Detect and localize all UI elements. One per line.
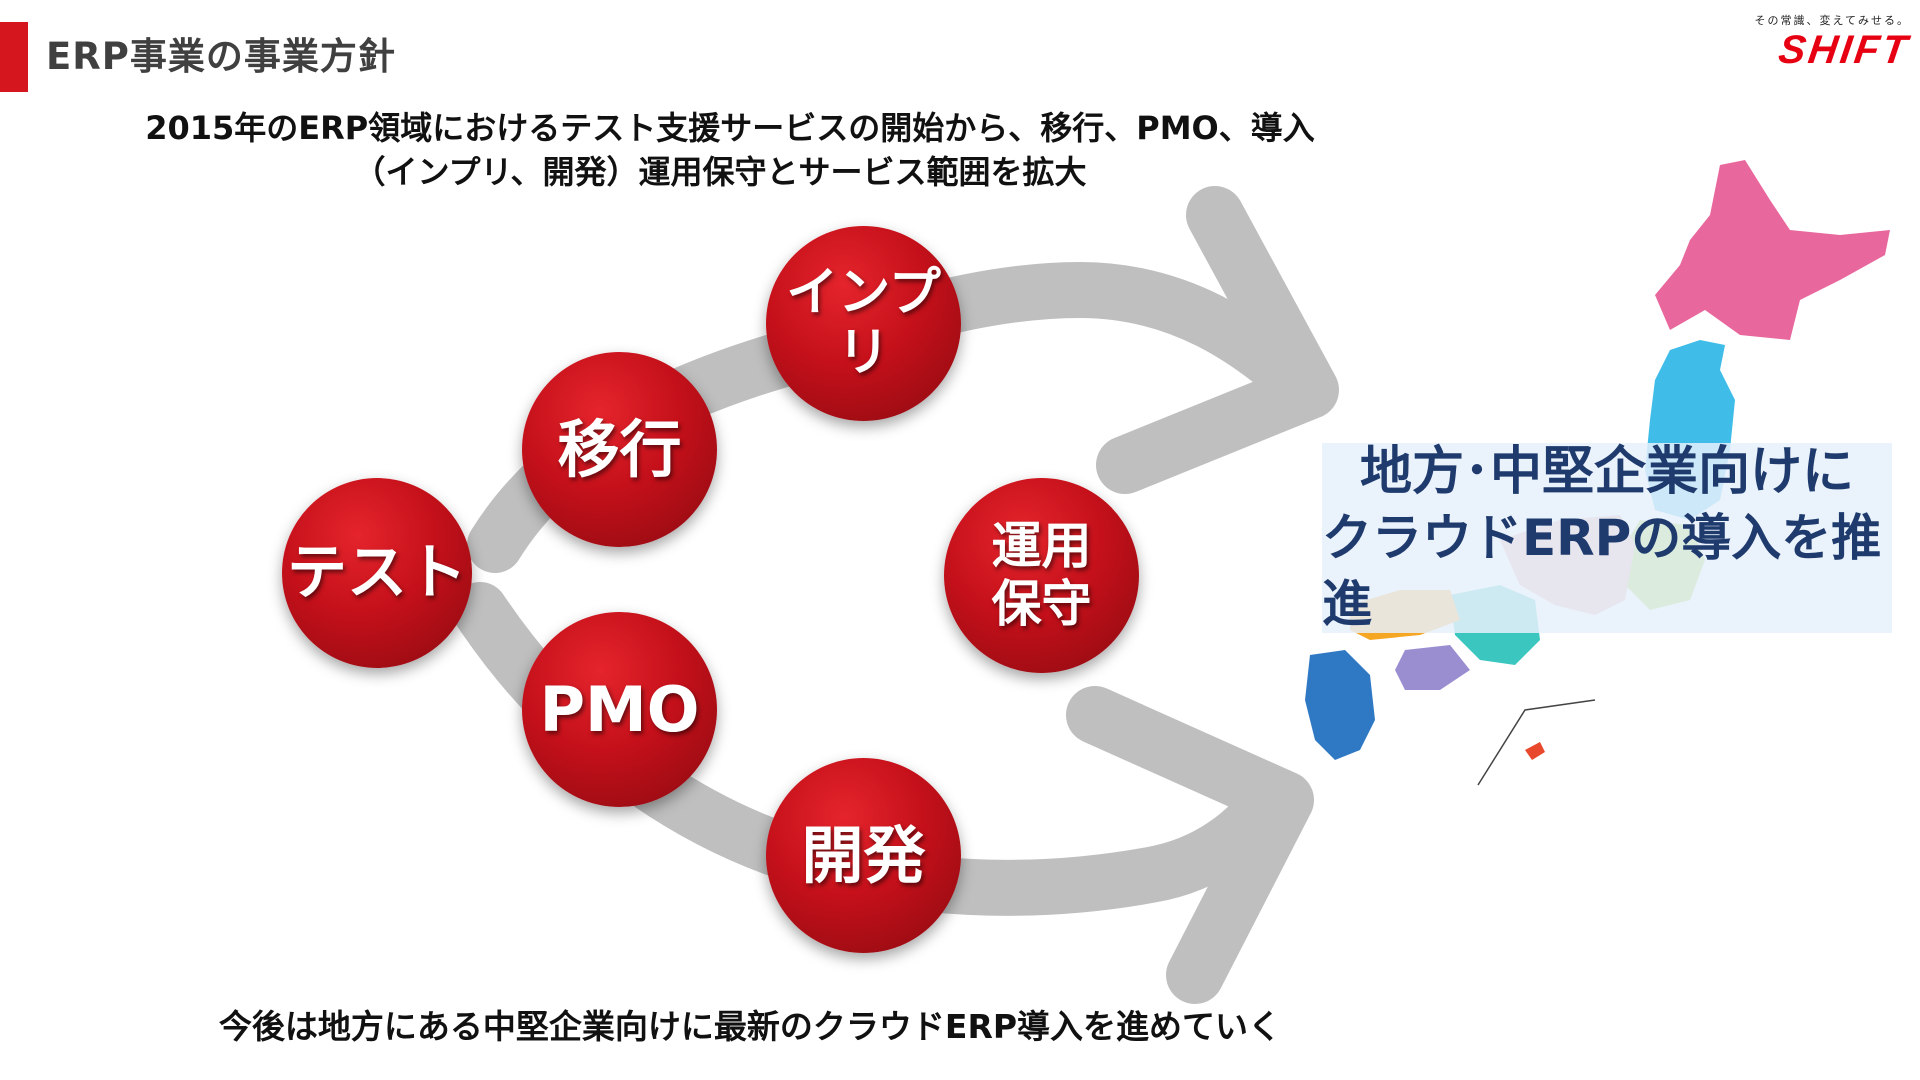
map-callout-line1: 地方･中堅企業向けに [1359, 442, 1854, 502]
footer-statement: 今後は地方にある中堅企業向けに最新のクラウドERP導入を進めていく [218, 1007, 1282, 1046]
logo-tagline: その常識、変えてみせる。 [1754, 14, 1910, 27]
bubble-migration-label: 移行 [557, 412, 682, 486]
lead-text-line2: （インプリ、開発）運用保守とサービス範囲を拡大 [353, 153, 1087, 191]
bubble-ops-label-line1: 運用 [991, 517, 1092, 575]
bubble-dev-label: 開発 [801, 818, 926, 892]
map-callout: 地方･中堅企業向けに クラウドERPの導入を推進 [1322, 442, 1892, 633]
bubble-pmo-label: PMO [539, 672, 700, 746]
bubble-test-label: テスト [287, 537, 467, 608]
map-okinawa-inset [1477, 699, 1596, 786]
shift-logo: その常識、変えてみせる。 SHIFT [1740, 12, 1914, 72]
bubble-dev: 開発 [766, 758, 961, 953]
bubble-ops: 運用 保守 [944, 478, 1139, 673]
bubble-pmo: PMO [522, 612, 717, 807]
map-callout-line2: クラウドERPの導入を推進 [1322, 509, 1882, 633]
header-accent-bar [0, 22, 28, 92]
lead-text-line1: 2015年のERP領域におけるテスト支援サービスの開始から、移行、PMO、導入 [145, 109, 1315, 147]
map-shikoku [1395, 645, 1470, 690]
bubble-migration: 移行 [522, 352, 717, 547]
lower-arrow-head [1066, 686, 1314, 1004]
map-okinawa [1525, 742, 1545, 760]
page-title: ERP事業の事業方針 [46, 35, 396, 78]
map-hokkaido [1655, 160, 1890, 340]
upper-arrow-head [1096, 186, 1339, 494]
bubble-impl: インプリ [766, 226, 961, 421]
map-kyushu [1305, 650, 1375, 760]
bubble-ops-label-line2: 保守 [991, 574, 1092, 633]
bubble-impl-label: インプリ [786, 262, 941, 383]
bubble-test: テスト [282, 478, 472, 668]
